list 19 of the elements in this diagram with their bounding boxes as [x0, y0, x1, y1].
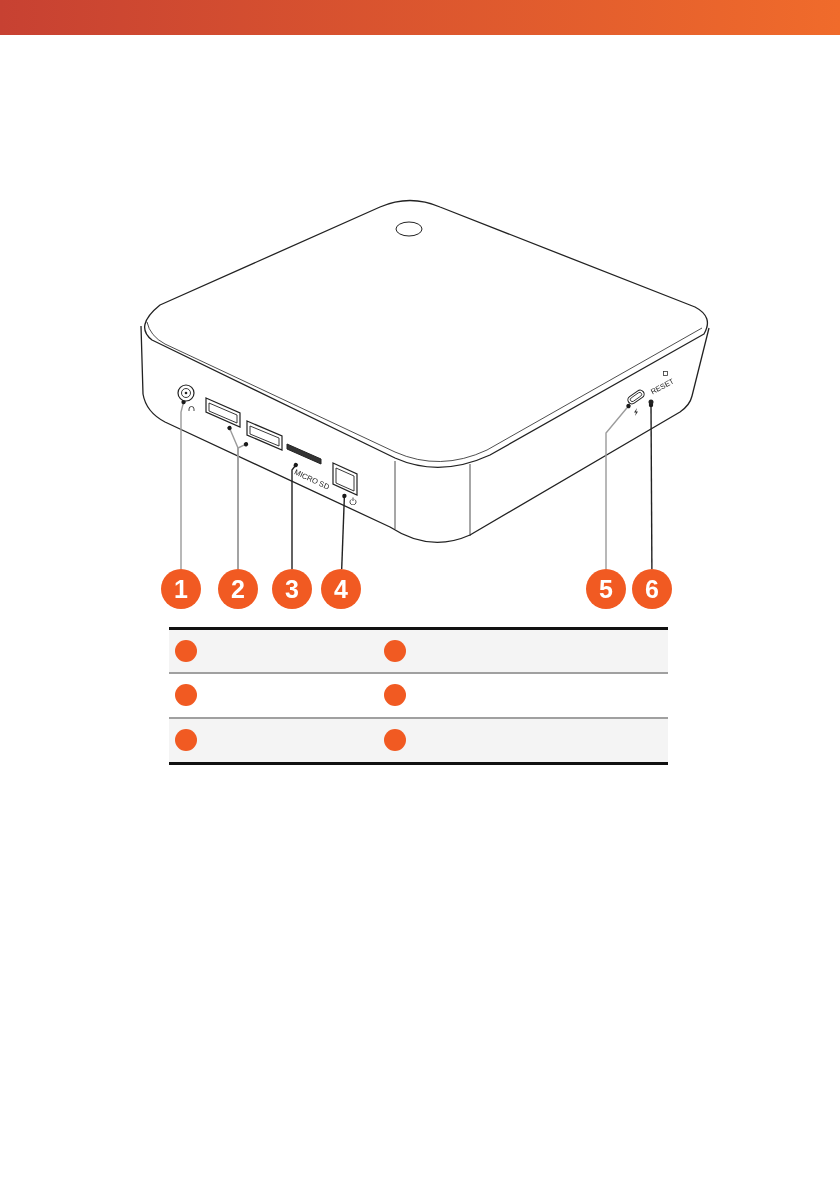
leader-line: [291, 462, 298, 570]
callout-number: 4: [321, 569, 361, 609]
callout-number: 1: [161, 569, 201, 609]
reset-pinhole: [648, 399, 654, 405]
power-button: [332, 462, 358, 496]
leader-line: [648, 402, 654, 570]
audio-jack: [177, 384, 195, 402]
usb-port: [205, 397, 241, 428]
leader-line: [237, 442, 249, 570]
card-slot: [286, 443, 322, 465]
callout-number: 6: [632, 569, 672, 609]
usb-c-port: [626, 388, 646, 406]
callout-number: 5: [586, 569, 626, 609]
leader-line: [180, 399, 186, 570]
leader-line: [341, 493, 347, 570]
callout-number: 3: [272, 569, 312, 609]
callout-number: 2: [218, 569, 258, 609]
leader-line: [605, 403, 631, 570]
usb-port: [246, 420, 283, 451]
